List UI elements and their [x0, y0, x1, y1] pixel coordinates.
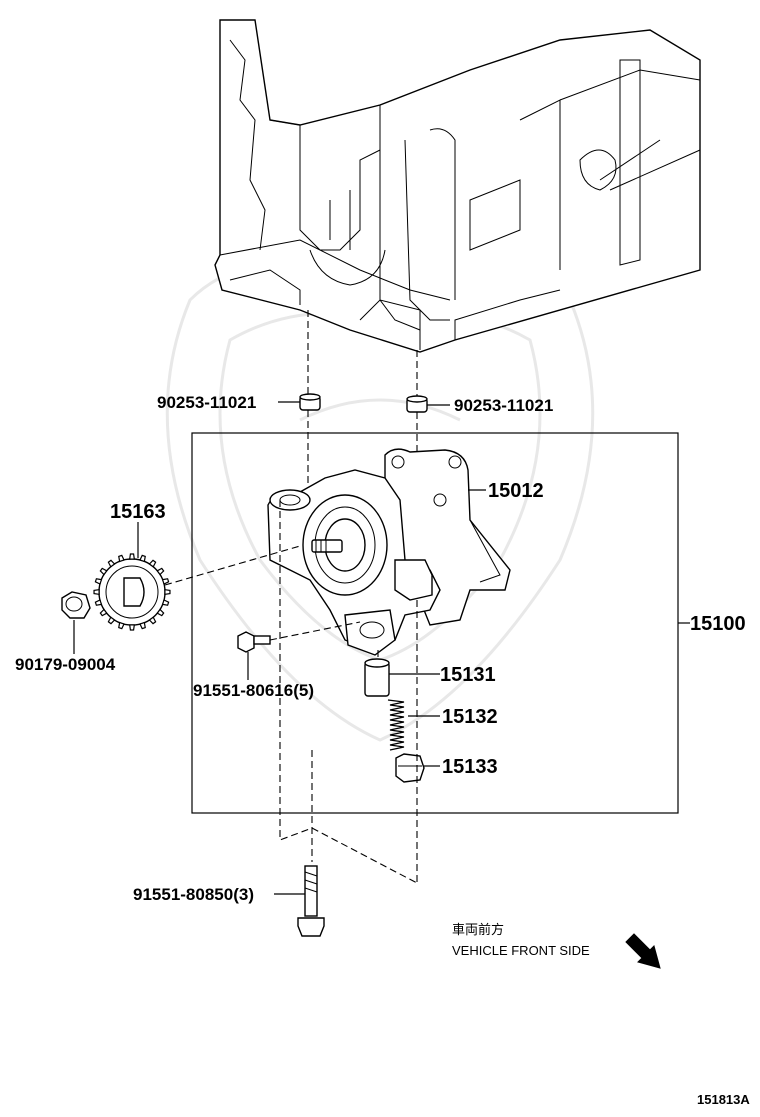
sprocket-tooth	[161, 578, 170, 585]
sprocket-tooth	[118, 621, 125, 630]
dash-line-lower-left	[279, 500, 313, 841]
flange-nut	[61, 591, 91, 619]
arrow-down-right-icon	[625, 933, 661, 969]
sprocket-tooth	[148, 616, 157, 625]
sprocket-tooth	[156, 567, 165, 576]
label-15163: 15163	[110, 501, 166, 523]
sprocket-tooth	[94, 578, 103, 585]
label-91551-80616: 91551-80616(5)	[193, 681, 314, 700]
oil-pump-body	[267, 448, 511, 656]
sprocket-tooth	[99, 608, 108, 617]
label-15132: 15132	[442, 706, 498, 728]
sprocket-tooth	[148, 559, 157, 568]
sprocket-tooth	[139, 621, 146, 630]
drive-sprocket	[93, 553, 171, 631]
sprocket-tooth	[118, 554, 125, 563]
sprocket-tooth	[161, 599, 170, 606]
label-15012: 15012	[488, 480, 544, 502]
label-90179: 90179-09004	[15, 655, 116, 674]
label-15100: 15100	[690, 613, 746, 635]
sprocket-tooth	[107, 616, 116, 625]
relief-valve-spring	[387, 699, 405, 751]
sprocket-tooth	[94, 599, 103, 606]
dash-line-lower-diag	[311, 827, 418, 884]
relief-valve-plunger	[364, 658, 390, 697]
sprocket-tooth	[99, 567, 108, 576]
pump-bolt-long	[297, 865, 325, 937]
label-90253-right: 90253-11021	[454, 396, 553, 415]
dowel-pin-right	[406, 395, 428, 413]
sprocket-tooth	[93, 589, 100, 595]
sprocket-tooth	[129, 624, 135, 631]
relief-valve-plug	[395, 753, 425, 783]
dash-line-sprocket	[164, 545, 301, 586]
dash-line-short-bolt	[269, 621, 361, 641]
sprocket-tooth	[156, 608, 165, 617]
dowel-pin-left	[299, 393, 321, 411]
sprocket-tooth	[129, 553, 135, 560]
sprocket-tooth	[164, 589, 171, 595]
label-90253-left: 90253-11021	[157, 393, 256, 412]
sprocket-tooth	[107, 559, 116, 568]
engine-block	[214, 19, 701, 353]
label-15133: 15133	[442, 756, 498, 778]
label-15131: 15131	[440, 664, 496, 686]
sprocket-tooth	[139, 554, 146, 563]
note-vehicle-front-jp: 車両前方	[452, 922, 504, 937]
label-91551-80850: 91551-80850(3)	[133, 885, 254, 904]
figure-reference-code: 151813A	[697, 1092, 750, 1107]
note-vehicle-front-en: VEHICLE FRONT SIDE	[452, 943, 590, 958]
